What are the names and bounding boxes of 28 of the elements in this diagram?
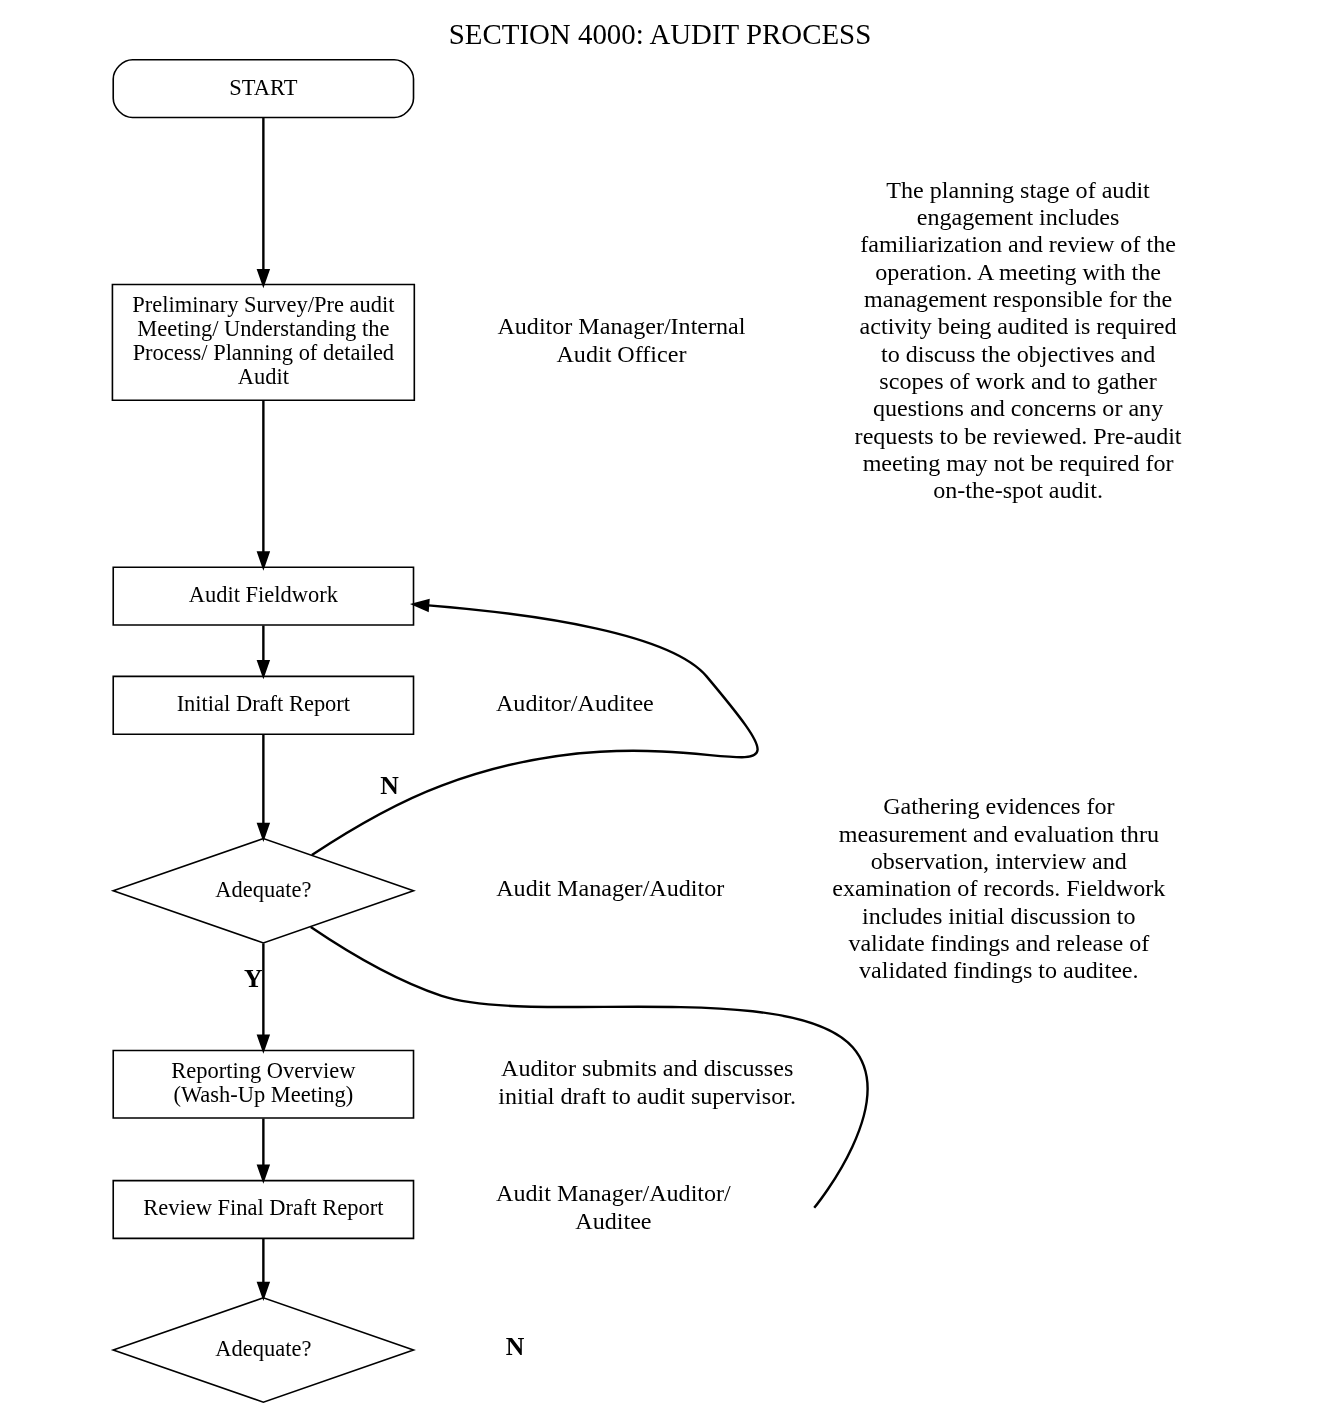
arrow xyxy=(256,1238,270,1301)
node-box: Audit Fieldwork xyxy=(111,566,414,626)
edge-label: N xyxy=(379,771,399,801)
edge-label: Y xyxy=(243,964,263,994)
node-box: Reporting Overview (Wash-Up Meeting) xyxy=(111,1049,414,1119)
node-box: Preliminary Survey/Pre audit Meeting/ Understanding the Process/ Planning of detailed Audit xyxy=(111,283,415,401)
label: Auditor Manager/Internal Audit Officer xyxy=(496,313,745,367)
label: N xyxy=(505,1331,524,1361)
node-box: Review Final Draft Report xyxy=(111,1179,414,1240)
label: Audit Manager/Auditor/ Auditee xyxy=(495,1180,731,1234)
arrow xyxy=(256,1118,270,1184)
arrow xyxy=(256,400,270,571)
node-box: Initial Draft Report xyxy=(111,675,414,735)
label: Auditor/Auditee xyxy=(495,689,654,716)
connector xyxy=(309,926,868,1209)
arrow xyxy=(310,598,757,856)
label: The planning stage of audit engagement includes familiarization and review of the operation. A meeting with the management responsible for the activity being audited is required to discuss the objectives and scopes of work and to gather questions and concerns or any requests to be reviewed. Pre-audit meeting may not be required for on-the-spot audit. xyxy=(854,176,1182,504)
diagram-title: SECTION 4000: AUDIT PROCESS xyxy=(448,18,871,51)
arrow xyxy=(256,118,270,289)
node-diamond: Adequate? xyxy=(110,1296,416,1404)
arrow xyxy=(256,943,270,1054)
node-diamond: Adequate? xyxy=(110,837,416,944)
label: Audit Manager/Auditor xyxy=(495,875,724,902)
arrow xyxy=(256,625,270,680)
node-box: START xyxy=(111,58,414,119)
label: Auditor submits and discusses initial draft to audit supervisor. xyxy=(497,1055,796,1109)
label: Gathering evidences for measurement and evaluation thru observation, interview and examination of records. Fieldwork includes initial discussion to validate findings and release of validated findings to auditee. xyxy=(831,793,1165,984)
arrow xyxy=(256,734,270,843)
